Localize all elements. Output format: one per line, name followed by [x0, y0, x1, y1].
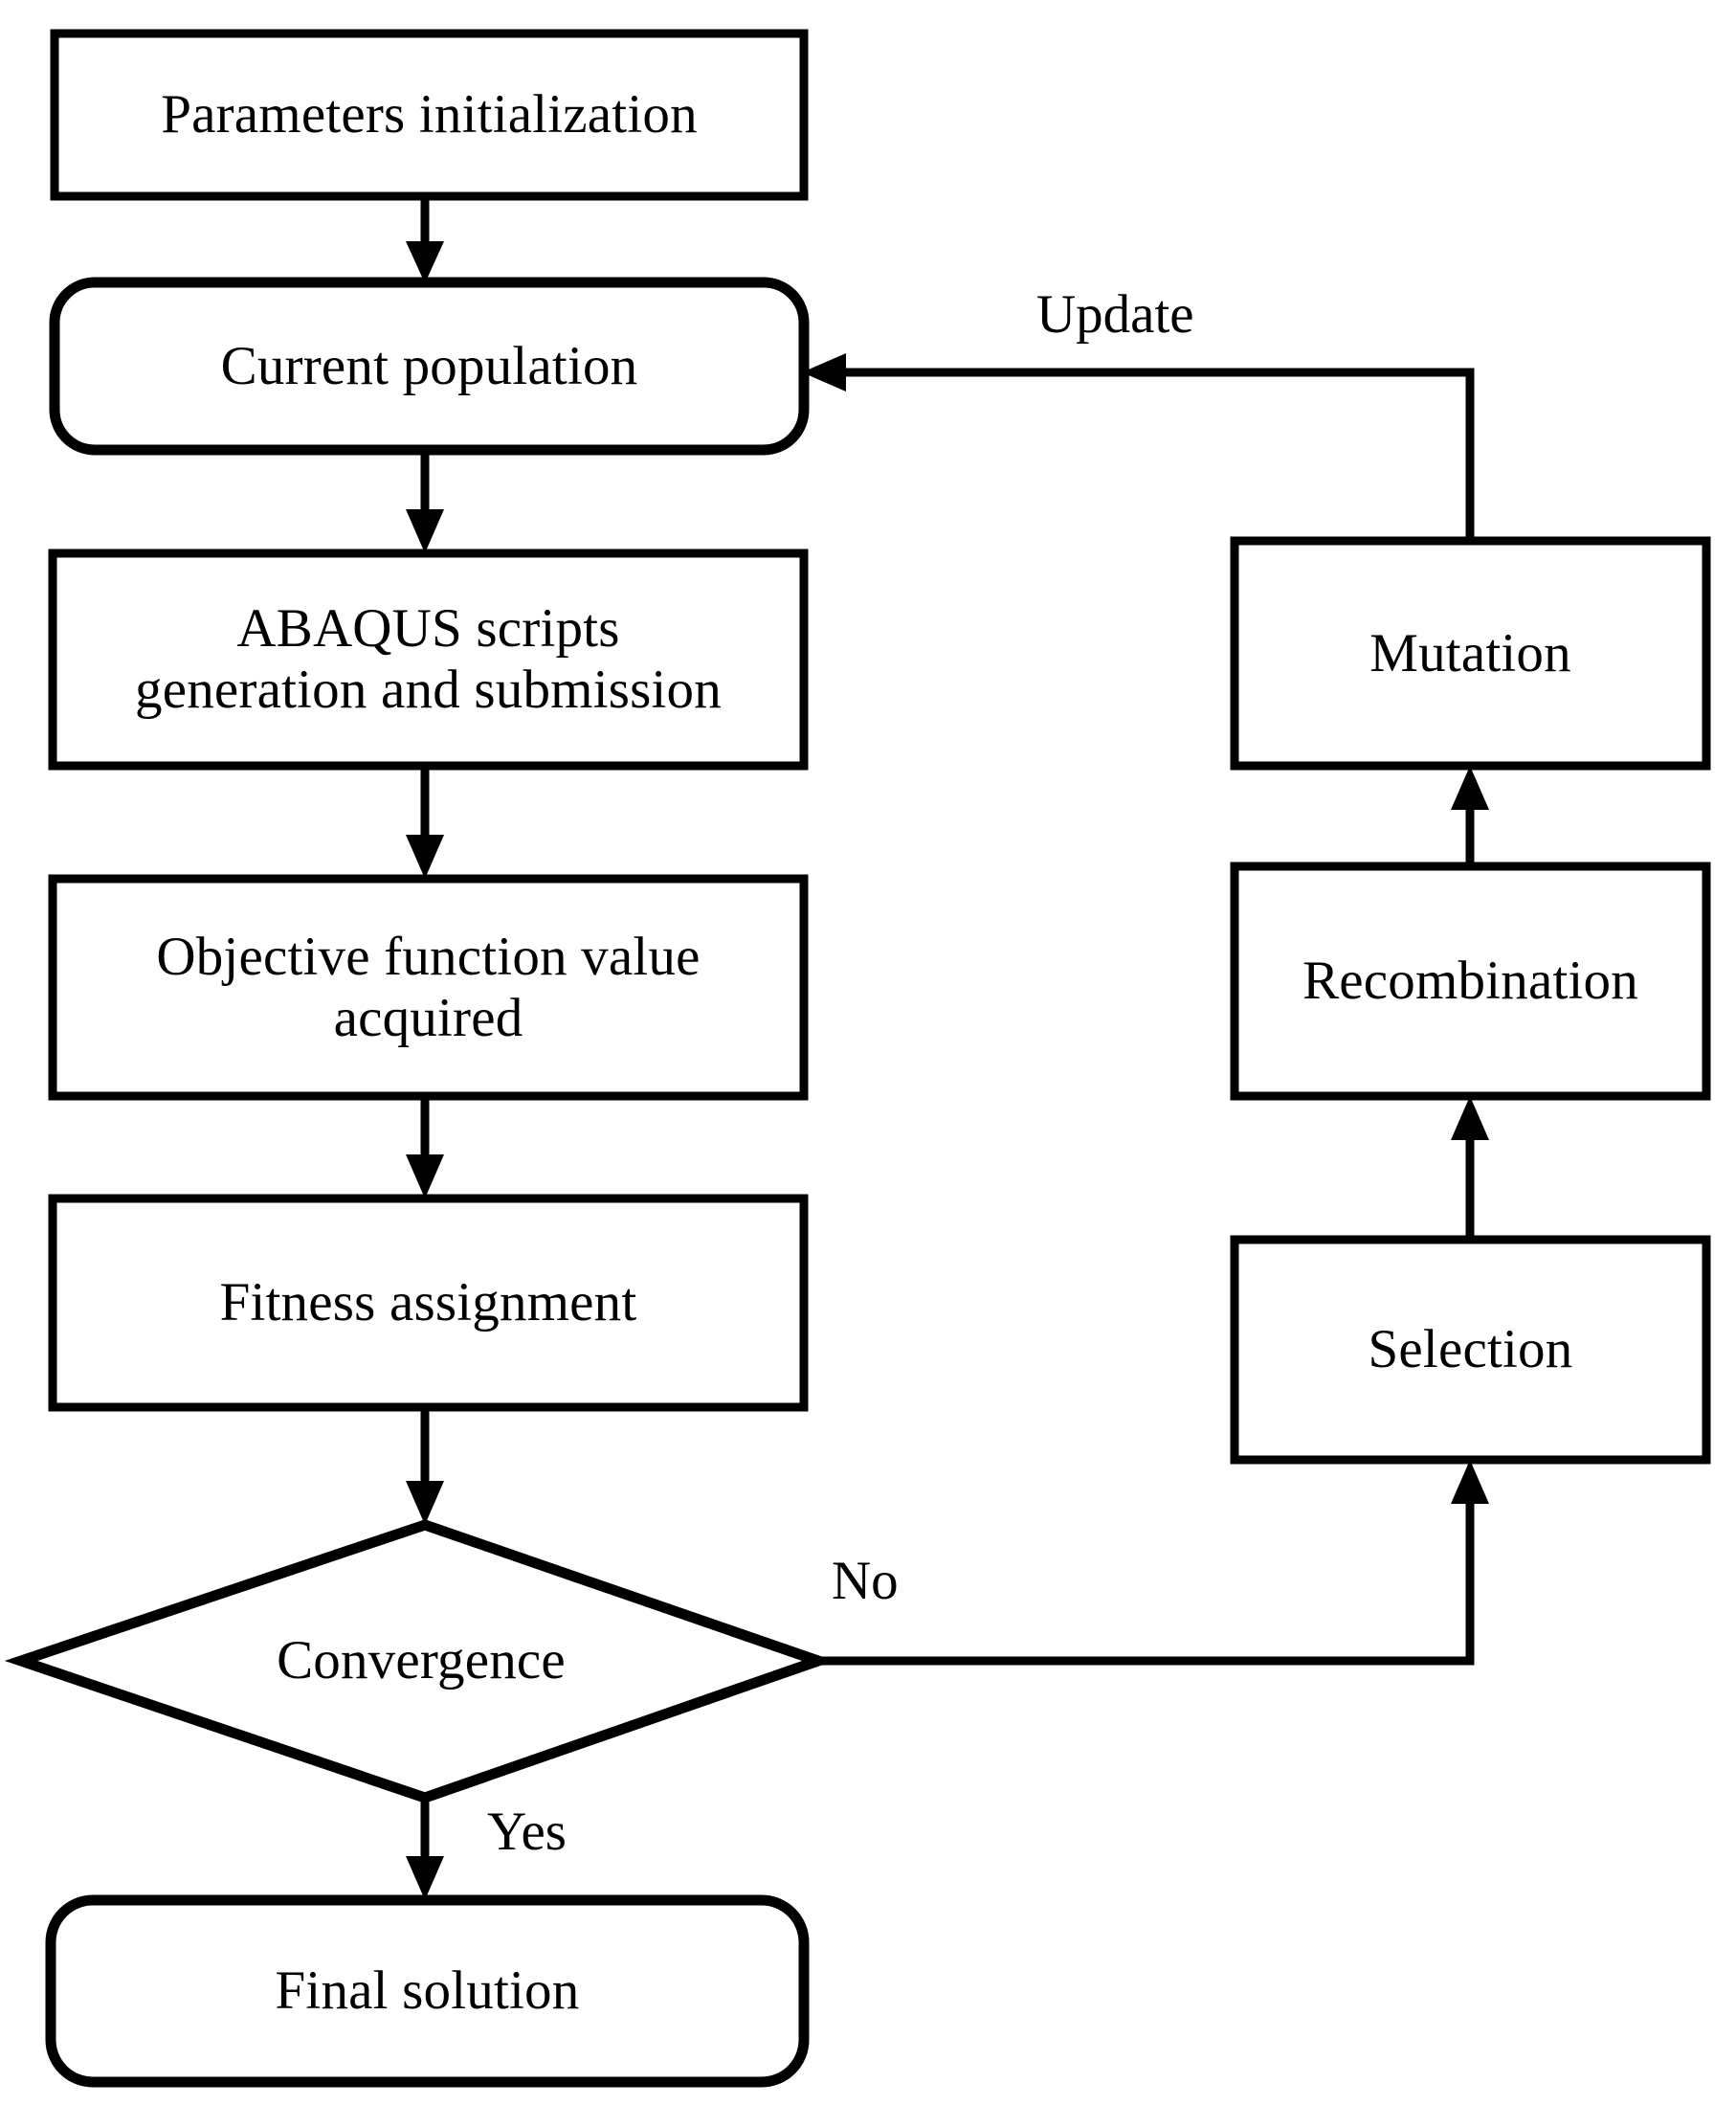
edge-convergence-to-selection [818, 1460, 1489, 1666]
node-fitness-assignment[interactable] [48, 1194, 809, 1412]
node-abaqus-scripts[interactable] [48, 549, 809, 771]
edge-objective-to-fitness [406, 1096, 444, 1198]
edge-convergence-to-final [406, 1798, 444, 1900]
node-mutation[interactable] [1230, 536, 1711, 771]
node-current-population[interactable] [49, 277, 810, 456]
edge-fitness-to-convergence [406, 1407, 444, 1525]
node-objective-function-value[interactable] [48, 874, 809, 1101]
edge-mutation-to-population [802, 353, 1475, 541]
edge-selection-to-recombination [1451, 1096, 1489, 1240]
edge-label-yes: Yes [487, 1802, 567, 1862]
edge-label-no: No [832, 1551, 899, 1611]
edge-abaqus-to-objective [406, 766, 444, 879]
node-convergence[interactable] [4, 1519, 835, 1803]
edge-population-to-abaqus [406, 450, 444, 553]
edge-init-to-population [406, 196, 444, 283]
edge-recombination-to-mutation [1451, 766, 1489, 866]
node-final-solution[interactable] [45, 1894, 810, 2088]
edge-label-update: Update [1036, 284, 1194, 345]
node-parameters-initialization[interactable] [50, 29, 809, 201]
node-selection[interactable] [1230, 1235, 1711, 1465]
node-recombination[interactable] [1230, 862, 1711, 1101]
